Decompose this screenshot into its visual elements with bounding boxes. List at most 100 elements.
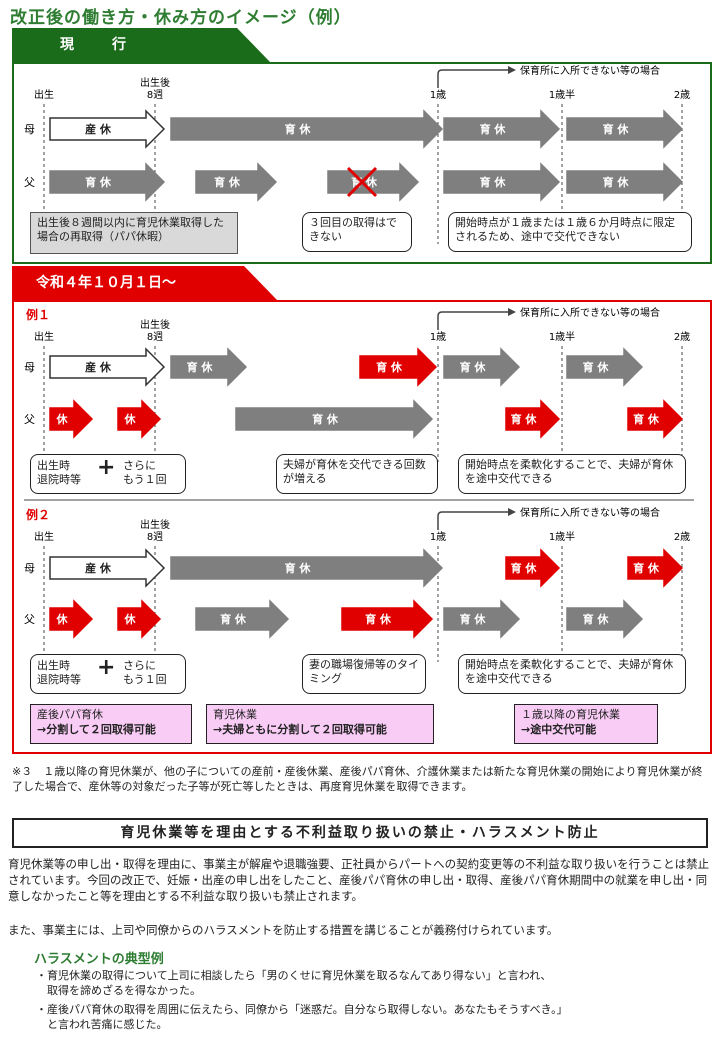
father-ikukyu-a [195, 599, 290, 639]
father-kyu-2 [117, 599, 162, 639]
mother-ikukyu-arrow-label: 育 休 [285, 122, 312, 136]
row-label: 母 [24, 361, 35, 374]
father-kyu-1 [49, 399, 94, 439]
summary-ikukyu-body: →夫婦ともに分割して２回取得可能 [213, 723, 387, 736]
bracket-arrowhead [508, 508, 516, 516]
tick-1-5y: 1歳半 [549, 330, 575, 343]
tick-1y: 1歳 [430, 331, 446, 343]
father-ikukyu-c-label: 育 休 [460, 612, 487, 626]
father-ikukyu-d [566, 599, 644, 639]
father-ikukyu-b [505, 399, 561, 439]
mother-ikukyu-b-label: 育 休 [511, 561, 538, 575]
mother-ikukyu-c-label: 育 休 [633, 561, 660, 575]
mother-sankyu-arrow [49, 347, 166, 387]
mother-ikukyu-b [505, 548, 561, 588]
father-ikukyu-15y-label: 育 休 [603, 175, 630, 189]
tick-1y: 1歳 [430, 89, 446, 101]
ex2-note-birth-2: さらに もう１回 [123, 659, 167, 686]
tick-1-5y: 1歳半 [549, 530, 575, 543]
tick-birth: 出生 [34, 88, 54, 101]
tick-birth: 出生 [34, 330, 54, 343]
tick-2y: 2歳 [674, 331, 690, 343]
father-ikukyu-a-label: 育 休 [312, 412, 339, 426]
father-ikukyu-a-label: 育 休 [220, 612, 247, 626]
father-kyu-2 [117, 399, 162, 439]
father-ikukyu-c [627, 399, 684, 439]
example-1-label: 例１ [26, 308, 51, 322]
current-note-start: 開始時点が１歳または１歳６か月時点に限定されるため、途中で交代できない [448, 212, 692, 252]
father-ikukyu-c-label: 育 休 [633, 412, 660, 426]
tick-8w-a: 出生後 [140, 518, 170, 531]
ex1-note-start: 開始時点を柔軟化することで、夫婦が育休を途中交代できる [458, 454, 686, 494]
harassment-heading: ハラスメントの典型例 [34, 952, 164, 967]
summary-ikukyu-box: 育児休業 →夫婦ともに分割して２回取得可能 [206, 704, 434, 744]
body-paragraph-2: また、事業主には、上司や同僚からのハラスメントを防止する措置を講じることが義務付… [8, 923, 559, 937]
mother-ikukyu-a [170, 347, 248, 387]
row-label: 母 [24, 562, 35, 575]
father-ikukyu-b-label: 育 休 [365, 612, 392, 626]
current-tag-shape [12, 28, 270, 62]
bracket-line [437, 511, 508, 530]
father-ikukyu-15y [566, 162, 684, 202]
mother-ikukyu-15y-arrow-label: 育 休 [603, 122, 630, 136]
row-label: 父 [24, 613, 35, 626]
bracket-arrowhead [508, 66, 516, 74]
cross-mark-b [346, 166, 378, 198]
reiwa-frame [12, 300, 712, 754]
page-title: 改正後の働き方・休み方のイメージ（例） [10, 8, 352, 28]
row-label: 母 [24, 123, 35, 136]
current-note-third: ３回目の取得はできない [302, 212, 412, 252]
father-ikukyu-c [443, 599, 521, 639]
mother-sankyu-arrow [49, 548, 166, 588]
summary-papa-box: 産後パパ育休 →分割して２回取得可能 [30, 704, 192, 744]
bracket-note: 保育所に入所できない等の場合 [520, 64, 660, 77]
mother-ikukyu-1y-arrow [443, 109, 561, 149]
father-ikukyu-2 [195, 162, 278, 202]
example-2-label: 例２ [26, 508, 51, 522]
ex1-note-swap: 夫婦が育休を交代できる回数が増える [276, 454, 438, 494]
bracket-note: 保育所に入所できない等の場合 [520, 306, 660, 319]
father-kyu-2-label: 休 [124, 612, 137, 626]
father-ikukyu-3 [327, 162, 420, 202]
mother-ikukyu-15y-arrow [566, 109, 684, 149]
ex2-note-start: 開始時点を柔軟化することで、夫婦が育休を途中交代できる [458, 654, 686, 694]
mother-ikukyu-a [170, 548, 444, 588]
footnote: ※３ １歳以降の育児休業が、他の子についての産前・産後休業、産後パパ育休、介護休… [12, 765, 703, 793]
father-ikukyu-1y-label: 育 休 [480, 175, 507, 189]
harassment-example-2: ・産後パパ育休の取得を周囲に伝えたら、同僚から「迷惑だ。自分なら取得しない。あな… [36, 1003, 568, 1031]
harassment-example-1: ・育児休業の取得について上司に相談したら「男のくせに育児休業を取るなんてあり得な… [36, 969, 552, 997]
mother-ikukyu-a-label: 育 休 [285, 561, 312, 575]
mother-ikukyu-arrow [170, 109, 444, 149]
tick-birth: 出生 [34, 530, 54, 543]
mother-ikukyu-c-label: 育 休 [460, 360, 487, 374]
bracket-arrowhead [508, 308, 516, 316]
tick-8w-b: 8週 [147, 331, 163, 343]
summary-papa-body: →分割して２回取得可能 [37, 723, 156, 736]
tick-8w-a: 出生後 [140, 318, 170, 331]
plus-icon: + [97, 655, 116, 680]
father-kyu-2-label: 休 [124, 412, 137, 426]
father-kyu-1 [49, 599, 94, 639]
mother-ikukyu-d [566, 347, 644, 387]
tick-1y: 1歳 [430, 531, 446, 543]
mother-sankyu-arrow-label: 産 休 [85, 360, 112, 374]
ex1-note-birth-2: さらに もう１回 [123, 459, 167, 486]
mother-ikukyu-c [627, 548, 684, 588]
father-ikukyu-b-label: 育 休 [511, 412, 538, 426]
ex2-note-return: 妻の職場復帰等のタイミング [302, 654, 426, 694]
father-ikukyu-1y [443, 162, 561, 202]
plus-icon: + [97, 455, 116, 480]
mother-ikukyu-c [443, 347, 521, 387]
mother-ikukyu-b-label: 育 休 [376, 360, 403, 374]
current-note-papa: 出生後８週間以内に育児休業取得した場合の再取得（パパ休暇） [30, 212, 238, 254]
mother-sankyu-arrow-label: 産 休 [85, 122, 112, 136]
reiwa-tag: 令和４年１０月１日～ [36, 275, 176, 291]
current-frame [12, 62, 712, 264]
ex1-note-birth-1: 出生時 退院時等 [37, 459, 81, 486]
father-ikukyu-b [341, 599, 434, 639]
mother-ikukyu-b [359, 347, 438, 387]
bracket-line [437, 311, 508, 330]
tick-1-5y: 1歳半 [549, 88, 575, 101]
